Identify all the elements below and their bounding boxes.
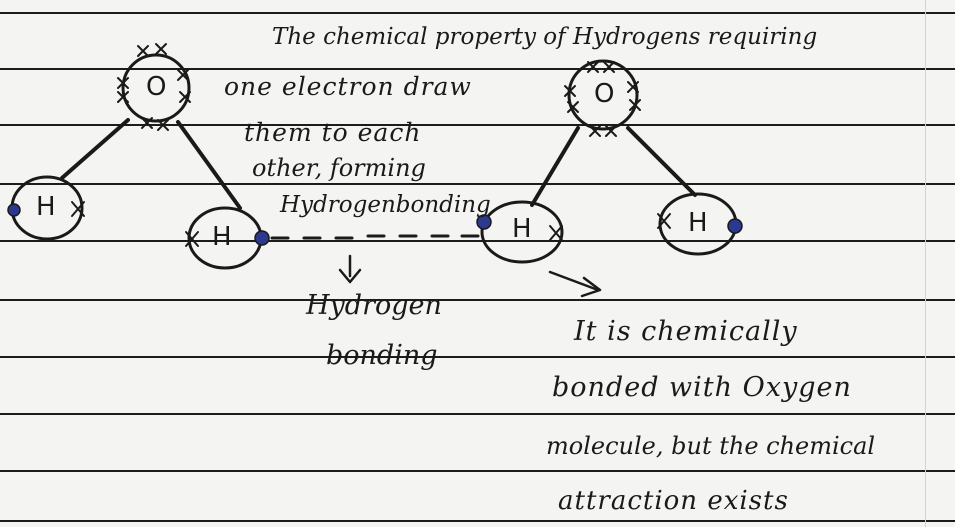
electron-cross-marks	[71, 43, 199, 247]
arrow-caption: bonding	[326, 340, 438, 371]
water-molecule-right	[476, 59, 743, 264]
ruled-line	[0, 413, 955, 415]
note-line: one electron draw	[224, 72, 472, 101]
ruled-line	[0, 470, 955, 472]
ruled-line	[0, 240, 955, 242]
note-line: them to each	[244, 118, 422, 147]
explanation-line: attraction exists	[558, 486, 789, 516]
electron-cross-marks	[549, 61, 671, 241]
hydrogen-atom	[480, 200, 564, 264]
ruled-line	[0, 68, 955, 70]
covalent-bond	[530, 126, 580, 207]
electron-dot	[7, 203, 21, 217]
ruled-line	[0, 356, 955, 358]
right-arrow-icon	[548, 270, 602, 298]
arrow-caption: Hydrogen	[306, 290, 442, 321]
hydrogen-symbol: H	[512, 214, 532, 244]
covalent-bond	[626, 126, 697, 197]
note-line: Hydrogenbonding	[280, 192, 491, 218]
note-line: other, forming	[252, 154, 426, 182]
water-molecule-left	[7, 43, 270, 270]
explanation-line: molecule, but the chemical	[546, 432, 876, 460]
hydrogen-symbol: H	[688, 208, 708, 238]
ruled-line	[0, 12, 955, 14]
down-arrow-icon	[338, 254, 362, 284]
oxygen-symbol: O	[594, 79, 615, 109]
hydrogen-symbol: H	[36, 192, 56, 222]
ruled-line	[0, 183, 955, 185]
covalent-bond	[176, 120, 242, 210]
explanation-line: It is chemically	[574, 316, 798, 347]
electron-dot	[254, 230, 270, 246]
hydrogen-symbol: H	[212, 222, 232, 252]
ruled-line	[0, 520, 955, 522]
margin-line	[925, 0, 926, 527]
ruled-line	[0, 124, 955, 126]
electron-dot	[727, 218, 743, 234]
oxygen-symbol: O	[146, 72, 167, 102]
hydrogen-bond-dashes	[270, 234, 480, 240]
electron-dot	[476, 214, 492, 230]
note-line: The chemical property of Hydrogens requi…	[272, 24, 818, 50]
oxygen-atom	[567, 59, 639, 131]
ruled-line	[0, 299, 955, 301]
explanation-line: bonded with Oxygen	[552, 372, 852, 403]
oxygen-atom	[121, 53, 191, 123]
covalent-bond	[60, 118, 130, 180]
